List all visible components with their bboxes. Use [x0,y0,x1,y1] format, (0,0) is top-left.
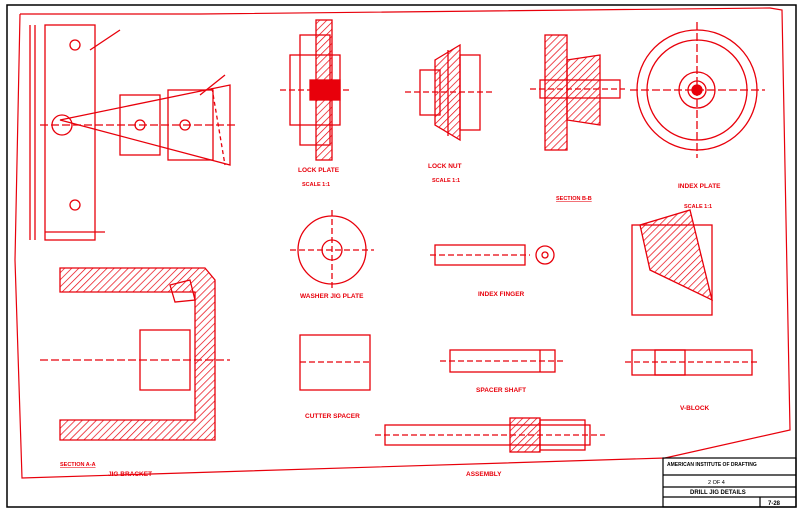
jig-bracket-section: SECTION A-A [60,462,96,468]
washer-jig-plate-title: WASHER JIG PLATE [300,293,364,300]
jig-bracket-view [40,267,230,441]
index-finger-view [430,244,555,266]
section-b-label: SECTION B-B [556,196,592,202]
lock-nut-scale: SCALE 1:1 [432,178,460,184]
lock-nut-title: LOCK NUT [428,163,462,170]
title-block-sheet: 2 OF 4 [708,480,725,486]
lock-plate-scale: SCALE 1:1 [302,182,330,188]
lock-plate-title: LOCK PLATE [298,167,340,174]
title-block-drawing-title: DRILL JIG DETAILS [690,490,746,496]
v-block-view [625,209,760,376]
lock-plate-view [280,19,350,161]
drawing-frame [14,7,791,479]
assembly-view [375,417,605,453]
index-plate-view [630,22,765,158]
bracket-view [29,24,235,241]
spacer-shaft-title: SPACER SHAFT [476,387,526,394]
title-block-school: AMERICAN INSTITUTE OF DRAFTING [667,462,757,468]
index-plate-title: INDEX PLATE [678,183,721,190]
index-finger-title: INDEX FINGER [478,291,525,298]
spacer-shaft-view [440,349,565,373]
cutter-spacer-title: CUTTER SPACER [305,413,360,420]
lock-nut-view [405,43,495,142]
jig-bracket-title: JIG BRACKET [108,471,152,478]
index-plate-scale: SCALE 1:1 [684,204,712,210]
v-block-title: V-BLOCK [680,405,710,412]
title-block [662,457,797,508]
sheet-border [6,4,797,508]
washer-jig-plate-view [290,210,374,290]
assembly-title: ASSEMBLY [466,471,502,478]
title-block-drawing-no: 7-28 [768,501,781,507]
cutter-section-view [530,34,625,151]
cutter-spacer-view [299,334,371,391]
